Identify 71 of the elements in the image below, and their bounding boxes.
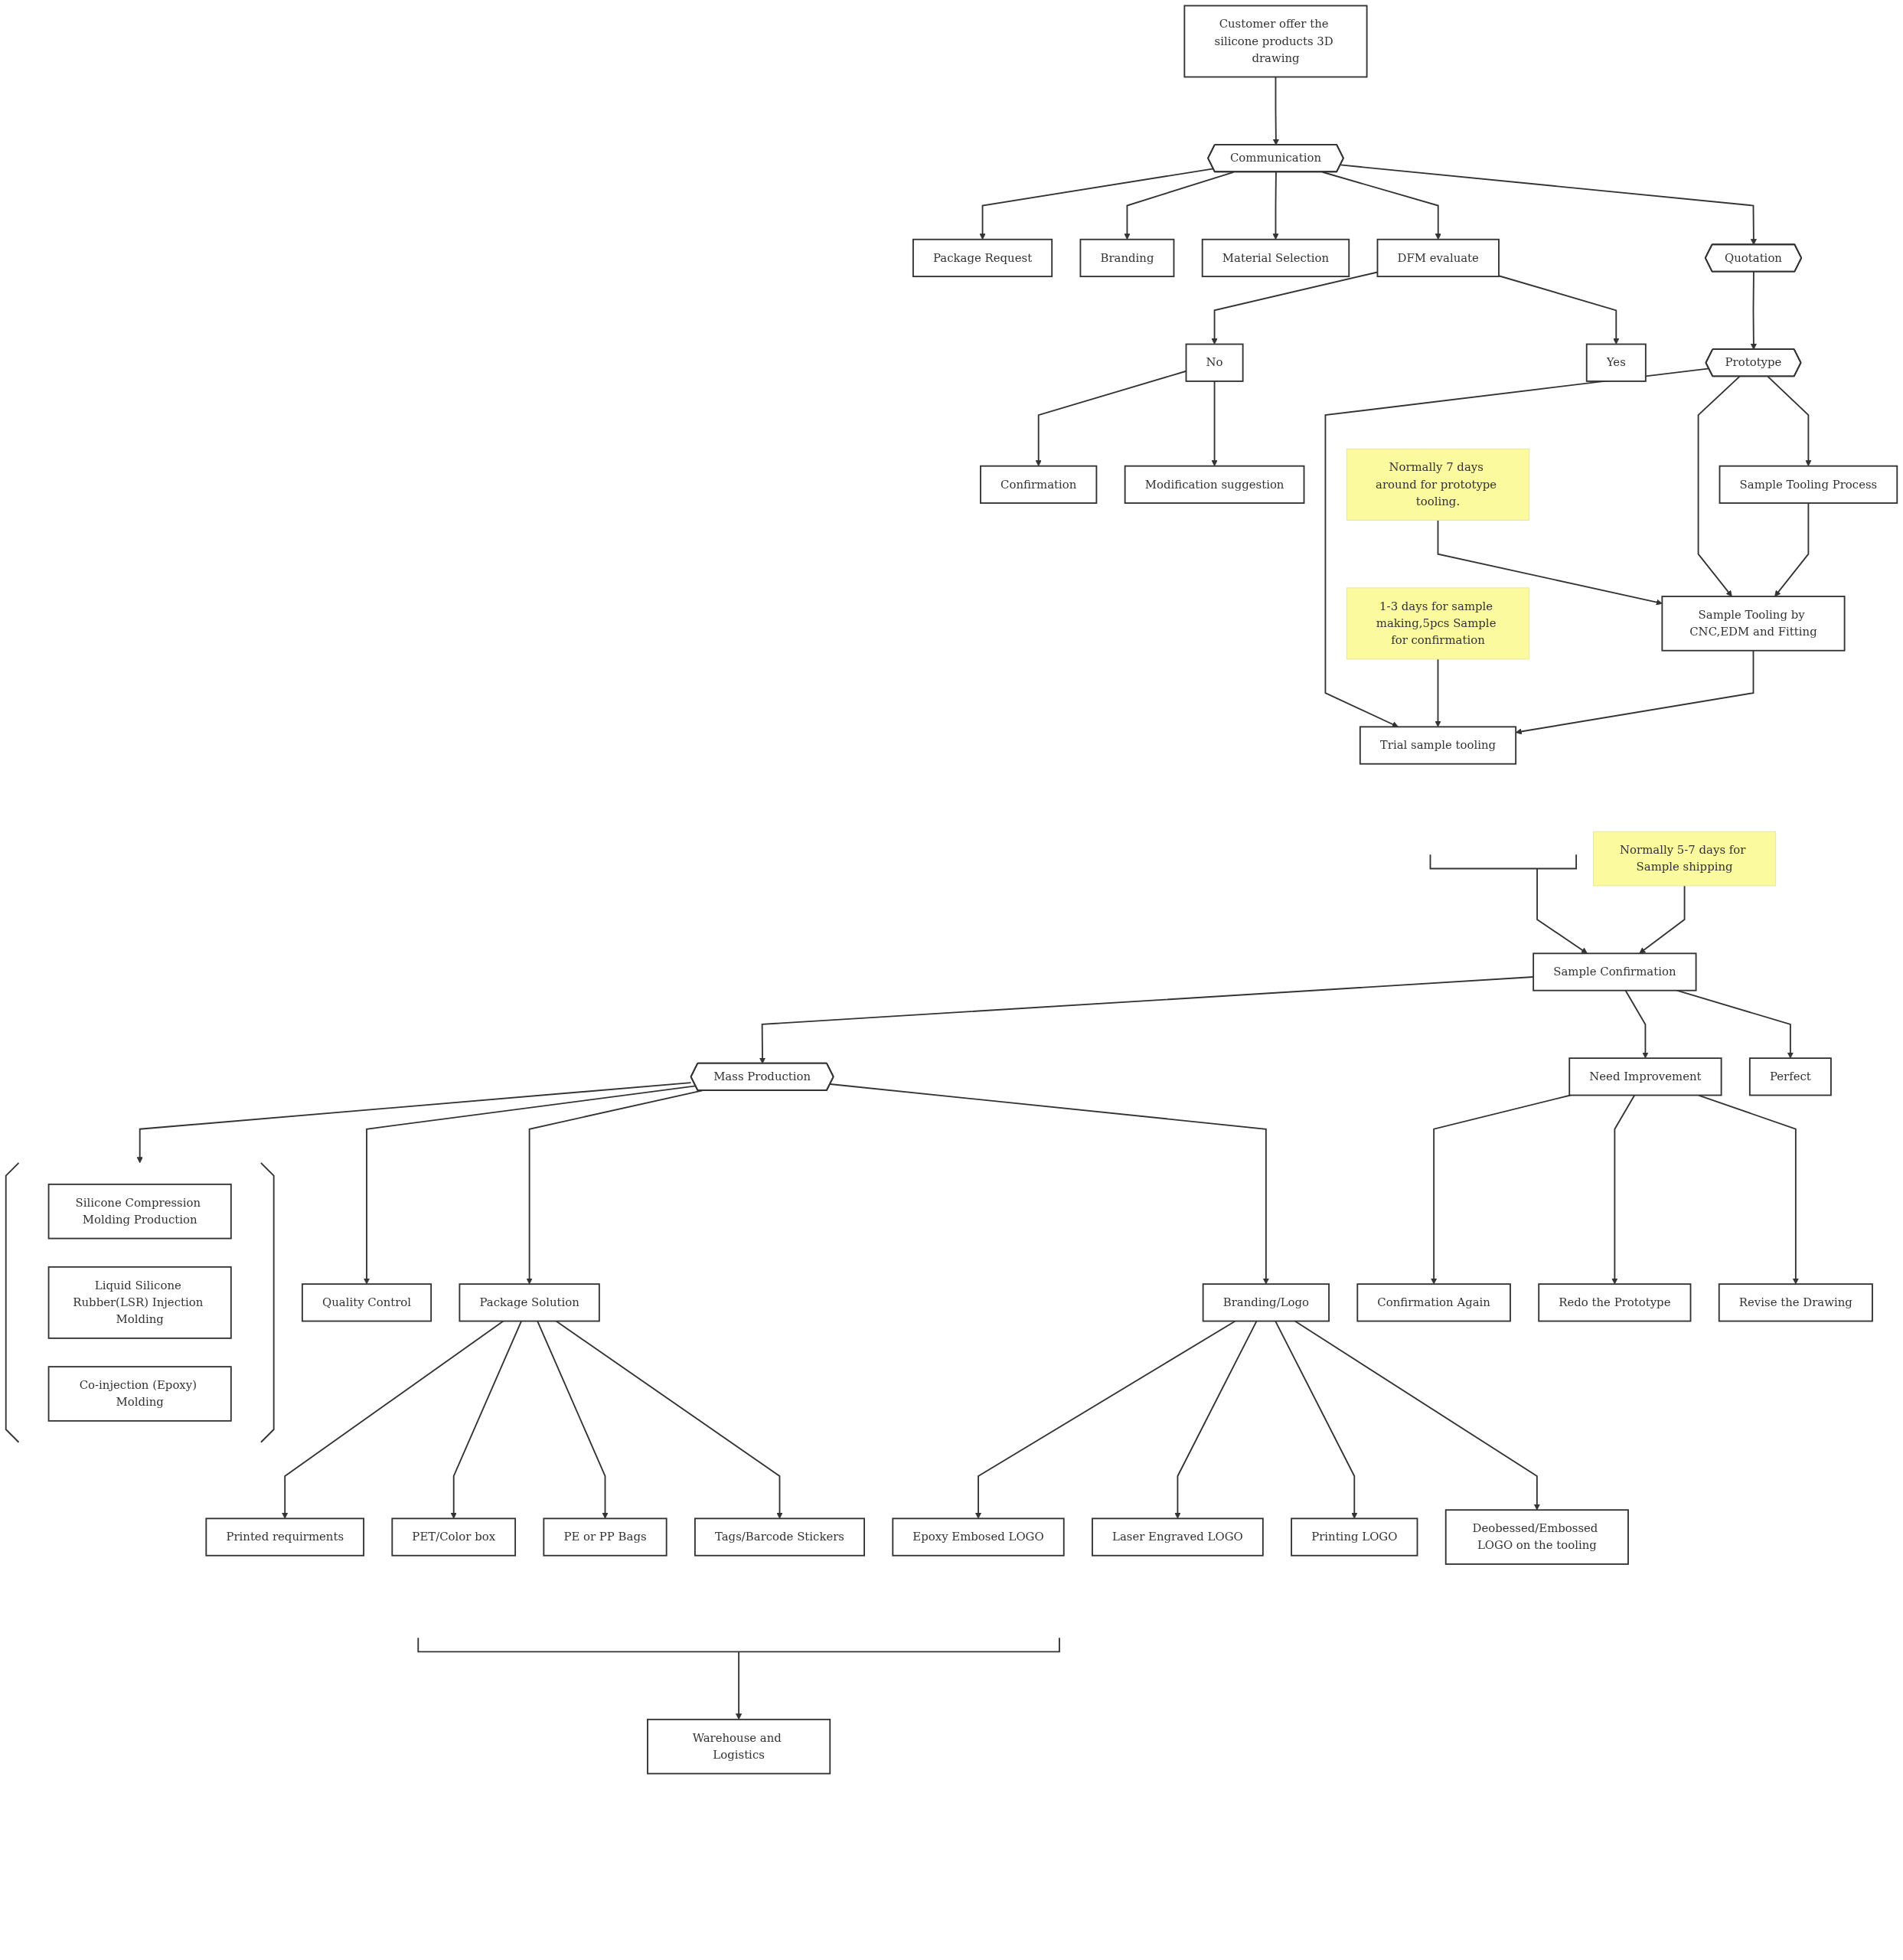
arrow — [736, 1651, 743, 1720]
arrow — [1174, 1320, 1258, 1519]
node-box: Sample Confirmation — [1533, 952, 1697, 991]
node-box: Branding/Logo — [1202, 1283, 1330, 1322]
node-box: Warehouse and Logistics — [647, 1718, 831, 1775]
node-box: PET/Color box — [391, 1517, 517, 1557]
node-box: Laser Engraved LOGO — [1092, 1517, 1264, 1557]
node-bracket — [1429, 854, 1578, 870]
arrow — [1275, 1320, 1358, 1519]
node-box: Redo the Prototype — [1538, 1283, 1692, 1322]
arrow — [979, 168, 1214, 240]
node-box: Material Selection — [1201, 238, 1350, 278]
node-box: Need Improvement — [1568, 1057, 1722, 1096]
node-box: Co-injection (Epoxy) Molding — [47, 1366, 232, 1422]
node-box: Branding — [1079, 238, 1175, 278]
arrow — [282, 1320, 504, 1519]
node-box: Deobessed/Embossed LOGO on the tooling — [1444, 1509, 1629, 1565]
node-box: Modification suggestion — [1124, 465, 1305, 504]
node-box: Customer offer the silicone products 3D drawing — [1183, 5, 1368, 78]
arrow — [1211, 381, 1218, 467]
node-box: 1-3 days for sample making,5pcs Sample for confirmation — [1346, 587, 1530, 660]
node-box: Liquid Silicone Rubber(LSR) Injection Molding — [47, 1266, 232, 1339]
arrow — [1624, 989, 1649, 1059]
arrow — [1750, 271, 1757, 350]
node-box: DFM evaluate — [1376, 238, 1500, 278]
node-box: Confirmation — [980, 465, 1098, 504]
arrow — [1697, 375, 1741, 597]
node-box: Printing LOGO — [1291, 1517, 1418, 1557]
arrow — [1639, 884, 1686, 954]
arrow — [1767, 375, 1812, 467]
arrow — [555, 1320, 783, 1519]
node-box: Quality Control — [301, 1283, 432, 1322]
arrow — [1774, 502, 1810, 597]
arrow — [1340, 164, 1757, 246]
arrow — [450, 1320, 522, 1519]
node-bracket — [417, 1637, 1060, 1653]
arrow — [1124, 171, 1235, 240]
arrow — [1435, 658, 1441, 727]
node-box: Tags/Barcode Stickers — [694, 1517, 865, 1557]
node-box: Revise the Drawing — [1718, 1283, 1873, 1322]
node-box: Perfect — [1748, 1057, 1832, 1096]
arrow — [1437, 519, 1663, 606]
node-box: Epoxy Embosed LOGO — [892, 1517, 1065, 1557]
cluster — [5, 1162, 275, 1443]
arrow — [1611, 1094, 1636, 1285]
node-box: Normally 7 days around for prototype tooling. — [1346, 448, 1530, 521]
arrow — [136, 1082, 692, 1164]
arrow — [829, 1083, 1269, 1285]
arrow — [974, 1320, 1236, 1519]
arrow — [1697, 1094, 1799, 1285]
node-box: Package Solution — [459, 1283, 600, 1322]
node-box: Sample Tooling by CNC,EDM and Fitting — [1661, 596, 1846, 652]
node-box: Sample Tooling Process — [1719, 465, 1898, 504]
arrow — [1272, 171, 1279, 240]
arrow — [1321, 171, 1441, 240]
node-box: PE or PP Bags — [543, 1517, 668, 1557]
arrow — [1294, 1320, 1540, 1511]
node-box: Confirmation Again — [1356, 1283, 1511, 1322]
node-box: Package Request — [912, 238, 1053, 278]
node-box: Yes — [1585, 343, 1647, 382]
arrow — [1536, 867, 1588, 954]
node-box: Silicone Compression Molding Production — [47, 1183, 232, 1240]
arrow — [1498, 275, 1620, 345]
node-box: Trial sample tooling — [1359, 726, 1517, 765]
node-box: No — [1185, 343, 1244, 382]
node-box: Normally 5-7 days for Sample shipping — [1593, 831, 1777, 887]
arrow — [1431, 1094, 1572, 1285]
arrow — [537, 1320, 609, 1519]
arrow — [1324, 368, 1710, 727]
node-box: Printed requirments — [205, 1517, 364, 1557]
arrow — [1272, 76, 1279, 145]
